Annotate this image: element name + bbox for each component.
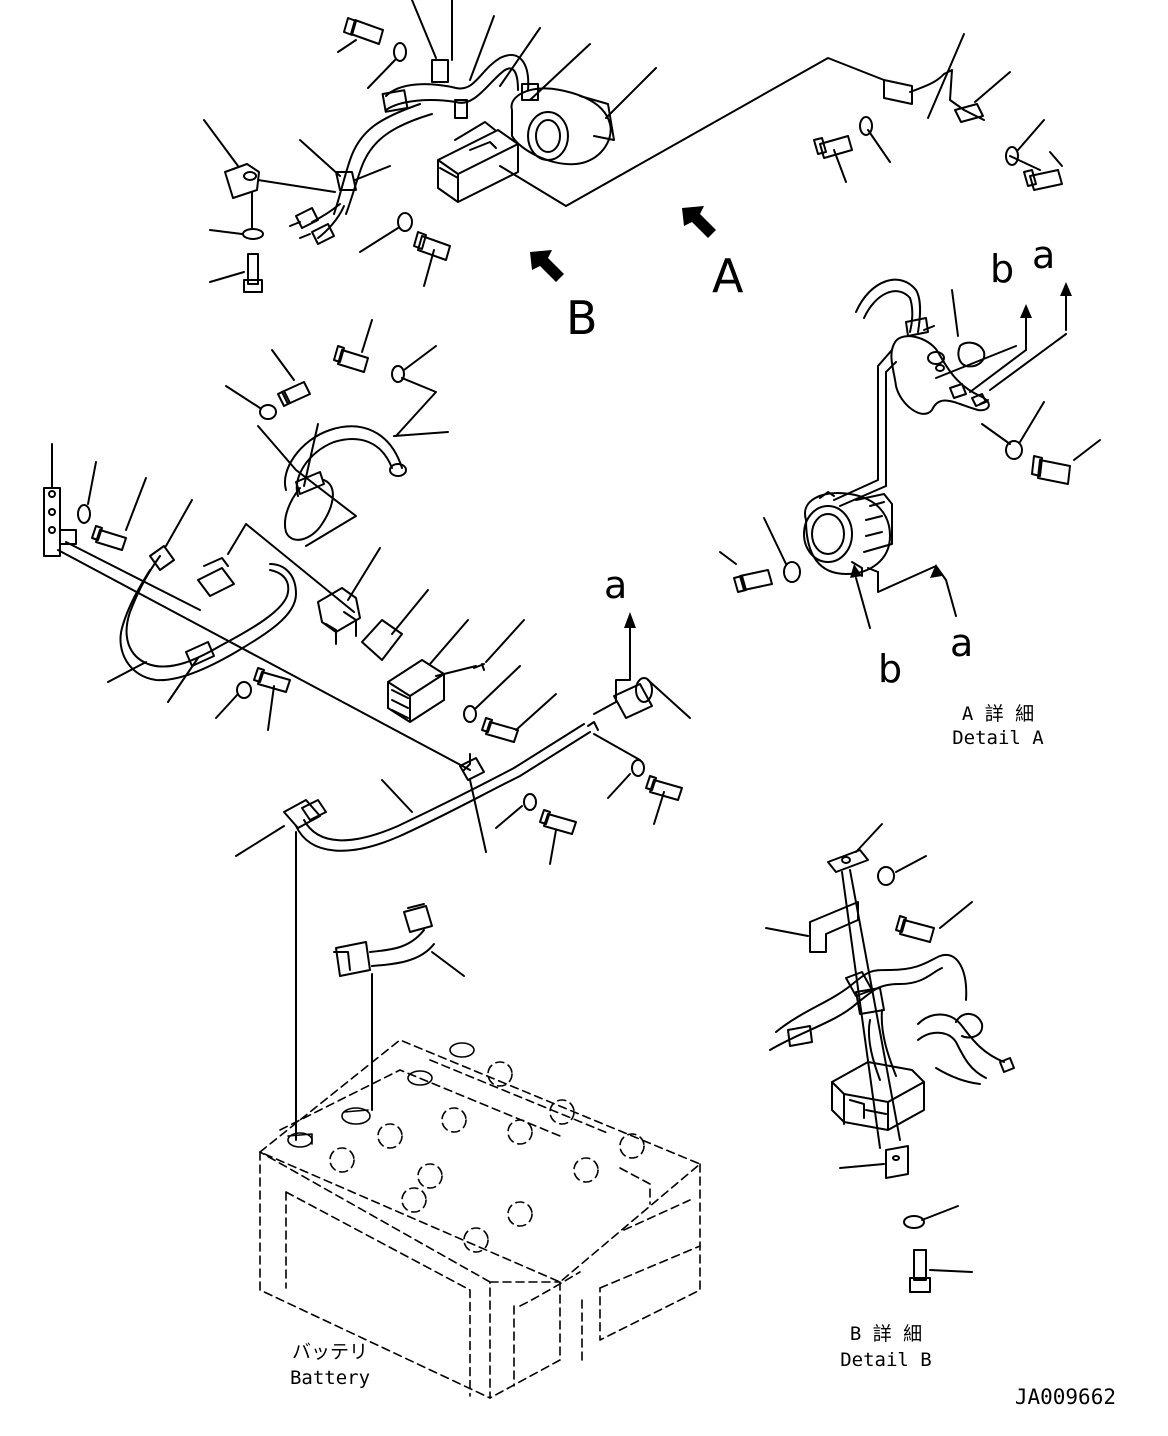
battery-label-en: Battery xyxy=(290,1367,370,1389)
detail-a-assembly xyxy=(719,278,1101,629)
view-label-b: B xyxy=(566,291,598,345)
middle-harness-assembly xyxy=(225,319,449,547)
detail-a-marker-b-lower: b xyxy=(878,647,902,691)
view-label-b-text: B xyxy=(566,291,598,345)
drawing-number: JA009662 xyxy=(1015,1385,1116,1409)
detail-a-marker-a-upper: a xyxy=(1032,233,1055,277)
detail-a-marker-b-upper: b xyxy=(990,247,1014,291)
battery-terminals xyxy=(287,1042,475,1148)
detail-b-assembly xyxy=(765,823,1015,1293)
battery-label-jp: バッテリ xyxy=(292,1341,368,1363)
detail-a-marker-a-lower: a xyxy=(950,621,973,665)
top-harness-assembly xyxy=(203,0,1063,293)
detail-a-title-en: Detail A xyxy=(952,727,1044,749)
detail-a-title-jp: A 詳 細 xyxy=(962,703,1034,725)
relay-assembly xyxy=(317,547,557,743)
view-arrow-b-icon xyxy=(530,250,564,282)
main-battery-cable xyxy=(235,612,691,865)
view-label-a-text: A xyxy=(712,249,744,303)
detail-b-title-en: Detail B xyxy=(840,1349,932,1371)
battery xyxy=(259,1039,701,1399)
main-marker-a: a xyxy=(604,563,627,607)
view-label-a: A xyxy=(712,249,744,303)
short-battery-cable xyxy=(295,831,465,1141)
detail-b-title-jp: B 詳 細 xyxy=(850,1323,922,1345)
left-cable-assembly xyxy=(43,443,471,771)
view-arrow-a-icon xyxy=(682,206,716,238)
view-arrows xyxy=(530,206,716,282)
